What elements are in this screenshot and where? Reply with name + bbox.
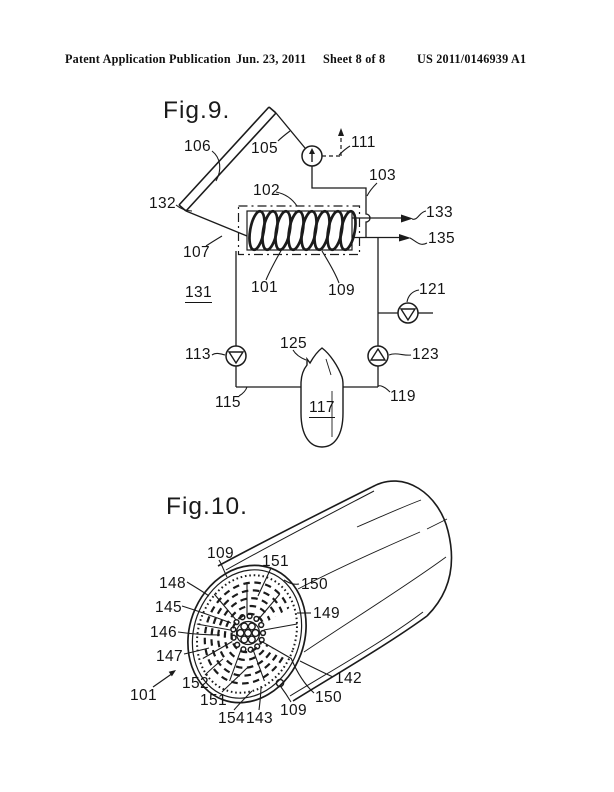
ref-label-115: 115 (215, 394, 241, 411)
header-sheet-number: Sheet 8 of 8 (323, 52, 386, 66)
ref-label-107: 107 (183, 244, 211, 261)
ref-label-132: 132 (149, 195, 177, 212)
ref-label-154: 154 (218, 710, 246, 727)
core-bundle (230, 612, 267, 653)
ref-label-103: 103 (369, 167, 397, 184)
pump-symbol-121 (397, 302, 419, 324)
ref-label-152: 152 (182, 675, 210, 692)
fig10-diagram (152, 480, 453, 711)
vent-dashed-arrow (322, 128, 344, 157)
header-publication-number: US 2011/0146939 A1 (417, 52, 527, 66)
ref-label-142: 142 (335, 670, 363, 687)
ref-label-121: 121 (419, 281, 447, 298)
ref-label-135: 135 (428, 230, 456, 247)
cylinder-3d (217, 480, 453, 702)
pipe-107 (185, 210, 248, 237)
storage-tank (300, 347, 344, 448)
ref-label-101-fig10: 101 (130, 687, 158, 704)
pump-symbol-123 (367, 345, 389, 367)
ref-label-125: 125 (280, 335, 308, 352)
fig9-title: Fig.9. (163, 97, 231, 124)
ref-label-149: 149 (313, 605, 341, 622)
header-date: Jun. 23, 2011 (236, 52, 307, 66)
ref-label-148: 148 (159, 575, 187, 592)
fig9-leader-lines (175, 130, 428, 397)
ref-label-123: 123 (412, 346, 440, 363)
ref-label-109-fig9: 109 (328, 282, 356, 299)
pipe-105 (275, 112, 306, 149)
ref-label-113: 113 (185, 346, 211, 363)
ref-label-119: 119 (390, 388, 416, 405)
header-publication-type: Patent Application Publication (65, 52, 231, 66)
port-135 (352, 234, 411, 242)
ref-label-151-top: 151 (262, 553, 290, 570)
ref-label-133: 133 (426, 204, 454, 221)
spiral-cross-section (187, 564, 307, 704)
pump-symbol-113 (225, 345, 247, 367)
mesh-ring-109 (196, 574, 298, 694)
fig9-diagram (175, 106, 433, 448)
ref-label-101-fig9: 101 (251, 279, 279, 296)
ref-label-109-bottom: 109 (280, 702, 308, 719)
ref-label-109-top: 109 (207, 545, 235, 562)
ref-label-143: 143 (246, 710, 274, 727)
ref-label-117: 117 (309, 399, 335, 418)
fig10-leader-lines (177, 559, 334, 711)
ref-label-147: 147 (156, 648, 184, 665)
ref-label-111: 111 (351, 134, 376, 151)
heat-exchanger-coil (237, 205, 361, 256)
ref-label-151-bottom: 151 (200, 692, 228, 709)
pipe-end-circle (275, 678, 285, 688)
pump-symbol-105 (301, 145, 323, 167)
circulation-loop (235, 237, 433, 388)
ref-label-105: 105 (251, 140, 279, 157)
ref-label-131: 131 (185, 284, 213, 303)
ref-label-102: 102 (253, 182, 281, 199)
spiral-gap-wedge (249, 604, 303, 663)
pipe-103 (311, 166, 371, 238)
ref-label-150-top: 150 (301, 576, 329, 593)
radial-spokes (196, 582, 298, 682)
ref-label-146: 146 (150, 624, 178, 641)
fig10-title: Fig.10. (166, 493, 248, 520)
ref-label-106: 106 (184, 138, 212, 155)
ref-label-150-bottom: 150 (315, 689, 343, 706)
port-133 (352, 214, 413, 223)
ref-arrow-101 (152, 670, 176, 688)
ref-label-145: 145 (155, 599, 183, 616)
